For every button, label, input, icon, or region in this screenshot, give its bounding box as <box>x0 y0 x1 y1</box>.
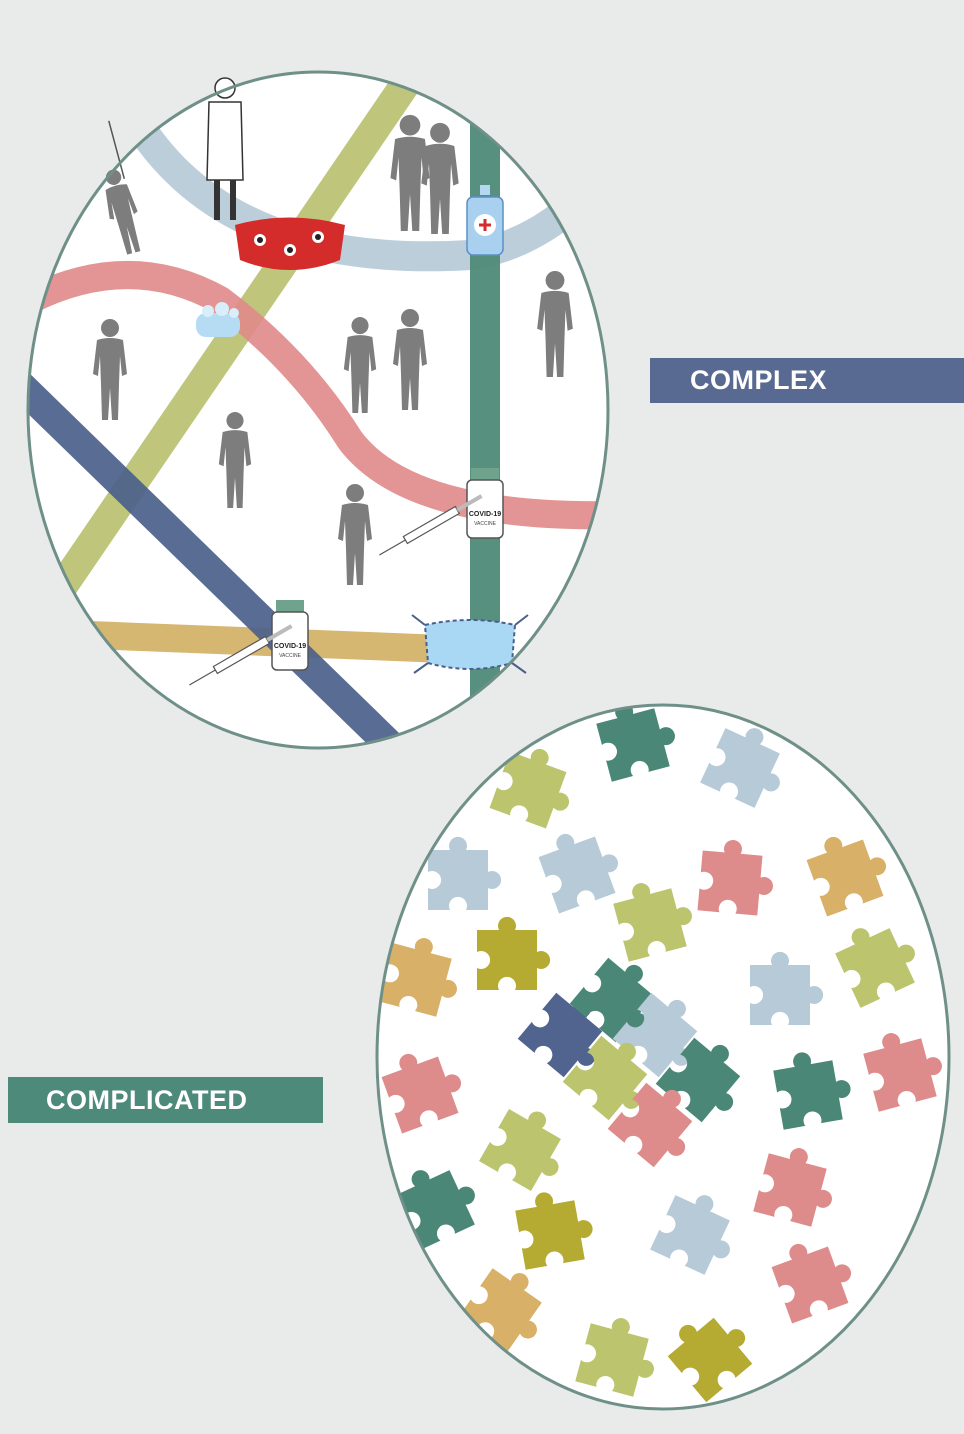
person-silhouette-icon <box>97 120 148 257</box>
vaccine-vial-icon: COVID-19 VACCINE <box>271 600 309 671</box>
complex-label: COMPLEX <box>650 358 964 403</box>
vaccine-vial-icon: COVID-19 VACCINE <box>466 468 504 539</box>
syringe-icon <box>189 624 293 686</box>
vaccine-name-label: COVID-19 <box>469 511 501 518</box>
person-silhouette-icon <box>206 77 244 220</box>
people-silhouettes <box>93 77 573 585</box>
complicated-illustration <box>375 703 951 1411</box>
navy-line <box>28 374 406 748</box>
complex-illustration: COVID-19 VACCINE COVID-19 VACCINE <box>26 70 610 750</box>
hand-sanitizer-icon <box>466 185 504 256</box>
syringe-icon <box>379 494 483 556</box>
light-blue-line <box>116 102 608 272</box>
soap-icon <box>196 302 240 337</box>
vaccine-sub-label: VACCINE <box>279 653 302 659</box>
complicated-circle-outline <box>375 703 951 1411</box>
face-mask-icon <box>235 217 345 270</box>
complicated-label: COMPLICATED <box>8 1077 323 1123</box>
vaccine-sub-label: VACCINE <box>474 521 497 527</box>
vaccine-name-label: COVID-19 <box>274 643 306 650</box>
complex-circle-outline <box>26 70 610 750</box>
